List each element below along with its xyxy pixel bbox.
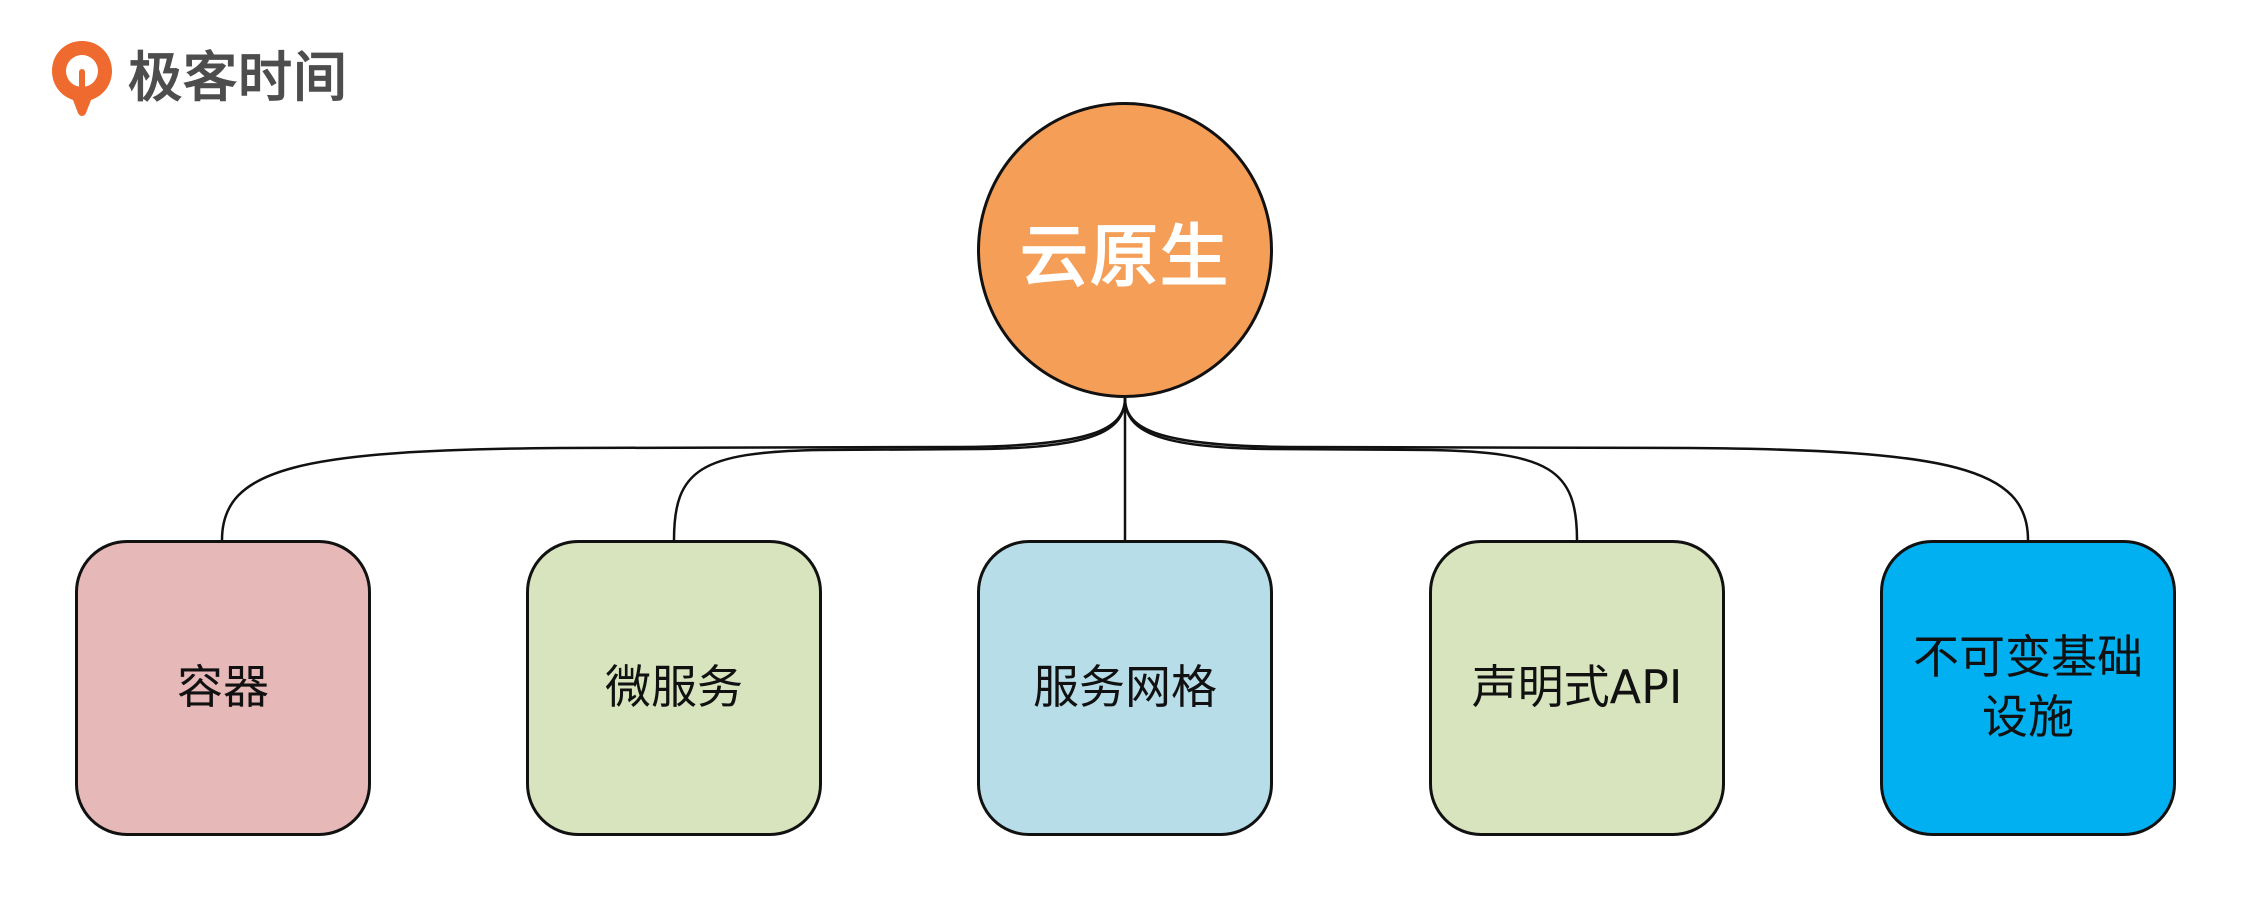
brand-name: 极客时间 xyxy=(128,46,348,109)
child-node-label: 不可变基础设施 xyxy=(1912,630,2143,744)
child-node-label: 服务网格 xyxy=(1033,660,1217,715)
root-node-cloud-native: 云原生 xyxy=(977,102,1273,398)
connector-root-to-immutable-infra xyxy=(1123,397,2030,541)
child-node-service-mesh: 服务网格 xyxy=(977,540,1273,836)
root-node-label: 云原生 xyxy=(1019,217,1230,297)
connector-root-to-microservices xyxy=(672,397,1127,541)
child-node-microservices: 微服务 xyxy=(526,540,822,836)
child-node-containers: 容器 xyxy=(75,540,371,836)
child-node-immutable-infrastructure: 不可变基础设施 xyxy=(1880,540,2176,836)
connector-root-to-containers xyxy=(220,397,1127,541)
child-node-declarative-api: 声明式API xyxy=(1429,540,1725,836)
brand-logo: 极客时间 xyxy=(50,38,348,118)
geektime-logo-icon xyxy=(52,41,112,116)
child-node-label: 容器 xyxy=(177,660,269,715)
child-node-label: 微服务 xyxy=(605,660,743,715)
child-node-label: 声明式API xyxy=(1471,660,1683,715)
connector-root-to-declarative-api xyxy=(1123,397,1579,541)
